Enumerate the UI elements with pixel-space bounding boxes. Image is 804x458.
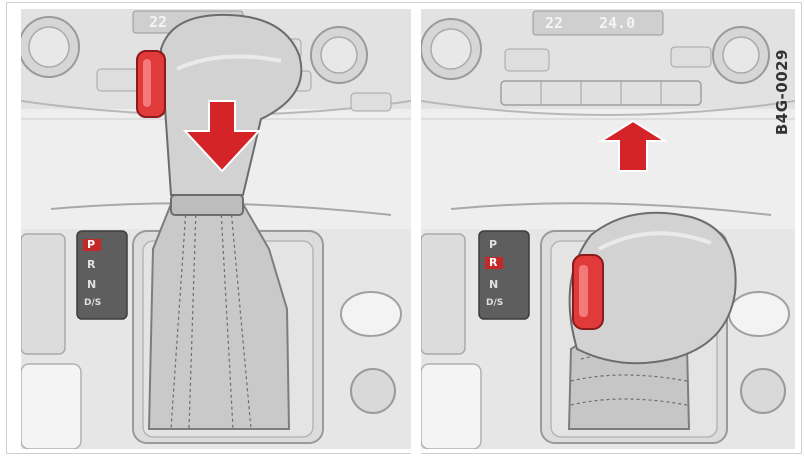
left-gear-ds: D/S xyxy=(84,298,101,308)
panel-divider xyxy=(411,3,421,455)
right-gear-ds: D/S xyxy=(486,298,503,308)
right-gear-p: P xyxy=(489,238,497,251)
right-climate-temp-left: 22 xyxy=(545,14,563,32)
right-panel-pull-up: 22 24.0 P R N D/S B4G-0029 xyxy=(421,9,795,449)
right-button-strip xyxy=(501,81,701,105)
left-climate-knob-right xyxy=(311,27,367,83)
left-illustration xyxy=(21,9,411,449)
left-climate-knob-left xyxy=(21,17,79,77)
right-climate-knob-left xyxy=(421,19,481,79)
figure-frame: 22 P R N D/S xyxy=(6,2,802,454)
left-panel-push-down: 22 P R N D/S xyxy=(21,9,411,449)
left-gear-n: N xyxy=(87,278,96,291)
right-climate-knob-right xyxy=(713,27,769,83)
right-illustration xyxy=(421,9,795,449)
figure-code: B4G-0029 xyxy=(773,49,791,135)
left-climate-temp: 22 xyxy=(149,13,167,31)
right-climate-temp-right: 24.0 xyxy=(599,14,635,32)
right-selector-lever xyxy=(570,213,736,363)
left-gear-p: P xyxy=(87,238,95,251)
left-gear-r: R xyxy=(87,258,95,271)
right-gear-n: N xyxy=(489,278,498,291)
right-gear-r: R xyxy=(489,256,497,269)
